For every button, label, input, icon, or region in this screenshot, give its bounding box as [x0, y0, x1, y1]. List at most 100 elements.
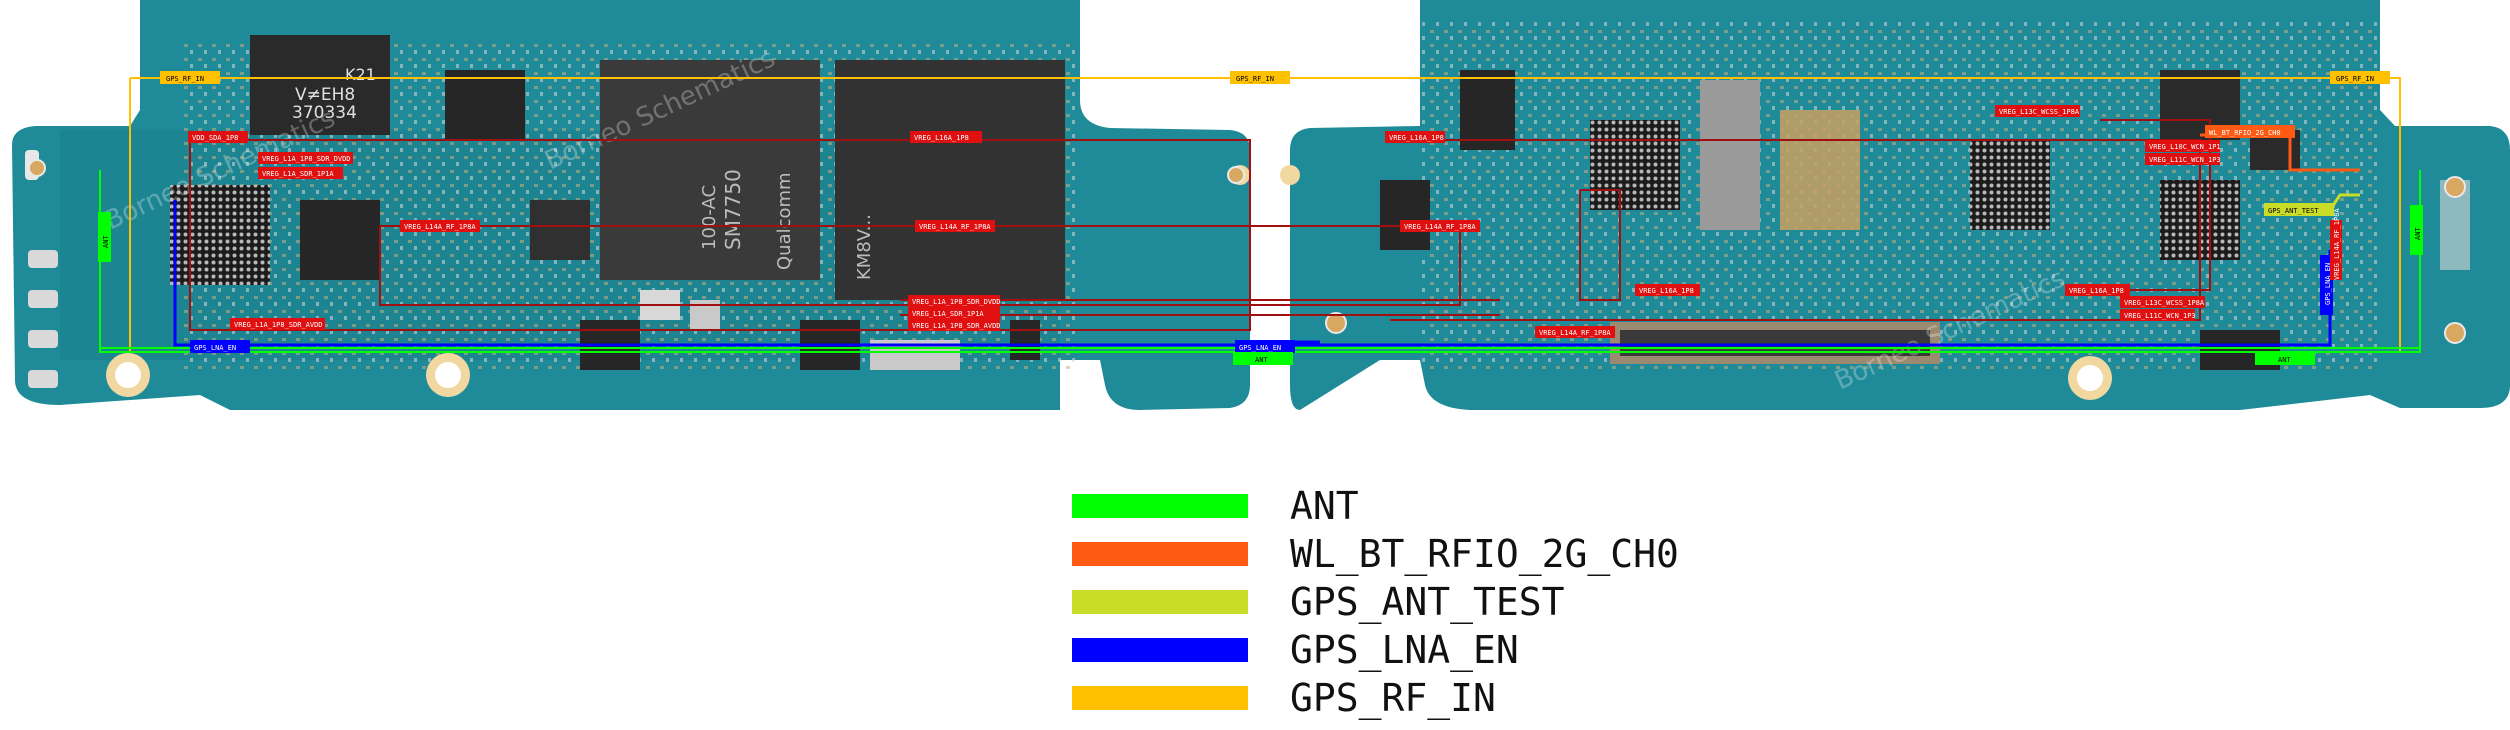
svg-text:WL_BT_RFIO_2G_CH0: WL_BT_RFIO_2G_CH0: [2209, 129, 2281, 137]
net-tag: VREG_L13C_WCSS_1P8A: [1995, 105, 2080, 117]
legend-swatch: [1072, 494, 1248, 518]
ic-code-label: 370334: [292, 103, 357, 123]
net-tag: GPS_RF_IN: [1230, 71, 1290, 84]
net-tag: GPS_LNA_EN: [2320, 255, 2333, 315]
legend-label: GPS_RF_IN: [1290, 676, 1496, 720]
svg-text:VREG_L1A_1P8_SDR_DVDD: VREG_L1A_1P8_SDR_DVDD: [262, 155, 351, 163]
ram-mark-label: KM8V...: [854, 214, 875, 280]
svg-text:VREG_L13C_WCSS_1P8A: VREG_L13C_WCSS_1P8A: [2124, 299, 2205, 307]
net-tag: VREG_L1A_1P8_SDR_DVDD: [258, 152, 353, 164]
svg-text:ANT: ANT: [102, 235, 110, 248]
net-tag: VREG_L10C_WCN_1P1: [2145, 140, 2221, 152]
legend-label: WL_BT_RFIO_2G_CH0: [1290, 532, 1679, 576]
svg-text:GPS_LNA_EN: GPS_LNA_EN: [2324, 263, 2332, 305]
svg-text:ANT: ANT: [2414, 227, 2422, 240]
legend-label: GPS_LNA_EN: [1290, 628, 1519, 672]
net-tag: VREG_L14A_RF_1P8A: [400, 220, 480, 232]
net-tag: VREG_L13C_WCSS_1P8A: [2120, 296, 2205, 308]
legend-item-gps-rf-in: GPS_RF_IN: [1072, 676, 1832, 730]
net-tag: VREG_L14A_RF_1P8A: [915, 220, 995, 232]
left-components: [170, 35, 1065, 370]
net-tag: ANT: [2410, 205, 2423, 255]
svg-text:GPS_RF_IN: GPS_RF_IN: [2336, 75, 2374, 83]
legend-swatch: [1072, 590, 1248, 614]
right-components: [1380, 70, 2470, 370]
svg-text:VREG_L14A_RF_1P8A: VREG_L14A_RF_1P8A: [1404, 223, 1476, 231]
mount-hole: [1280, 165, 1300, 185]
trace-power: [1390, 139, 2201, 321]
net-tag: VREG_L11C_WCN_1P3: [2145, 153, 2221, 165]
svg-text:VREG_L1A_SDR_1P1A: VREG_L1A_SDR_1P1A: [262, 170, 334, 178]
soc-line2-label: 100-AC: [699, 185, 720, 250]
net-tag: VDD_SDA_1P8: [188, 131, 248, 143]
svg-text:GPS_RF_IN: GPS_RF_IN: [166, 75, 204, 83]
net-tag: GPS_RF_IN: [160, 71, 220, 84]
trace-power: [379, 225, 1461, 306]
ic-k21: [250, 35, 390, 135]
net-tag: VREG_L14A_RF_1P8A: [1535, 326, 1615, 338]
svg-text:VREG_L14A_RF_1P8A: VREG_L14A_RF_1P8A: [404, 223, 476, 231]
legend-item-wl-bt-rfio-2g-ch0: WL_BT_RFIO_2G_CH0: [1072, 532, 1832, 586]
net-tag: ANT: [98, 212, 111, 262]
antenna-contacts: [28, 159, 2466, 344]
legend-item-ant: ANT: [1072, 484, 1832, 538]
svg-text:GPS_RF_IN: GPS_RF_IN: [1236, 75, 1274, 83]
net-tag: WL_BT_RFIO_2G_CH0: [2205, 125, 2295, 138]
svg-text:VREG_L14A_RF_1P8A: VREG_L14A_RF_1P8A: [1539, 329, 1611, 337]
legend-swatch: [1072, 542, 1248, 566]
trace-power: [2100, 119, 2211, 291]
net-tag: GPS_LNA_EN: [1235, 340, 1295, 353]
trace-power: [1579, 189, 1621, 301]
net-tag: ANT: [1233, 352, 1293, 365]
legend-item-gps-ant-test: GPS_ANT_TEST: [1072, 580, 1832, 634]
soc-model-label: SM7750: [721, 169, 745, 250]
svg-text:VDD_SDA_1P8: VDD_SDA_1P8: [192, 134, 238, 142]
svg-text:VREG_L1A_1P8_SDR_AVDD: VREG_L1A_1P8_SDR_AVDD: [912, 322, 1001, 330]
svg-text:VREG_L13C_WCSS_1P8A: VREG_L13C_WCSS_1P8A: [1999, 108, 2080, 116]
ram: [835, 60, 1065, 300]
legend-item-gps-lna-en: GPS_LNA_EN: [1072, 628, 1832, 682]
trace-power: [189, 139, 1251, 331]
net-tag: VREG_L1A_SDR_1P1A: [258, 167, 343, 179]
net-tag: VREG_L14A_RF_1P8A: [1400, 220, 1480, 232]
net-tag: VREG_L1A_1P8_SDR_DVDD: [908, 295, 1001, 307]
net-tag: VREG_L11C_WCN_1P3: [2120, 309, 2196, 321]
net-tag: VREG_L1A_1P8_SDR_AVDD: [908, 319, 1001, 331]
svg-text:VREG_L11C_WCN_1P3: VREG_L11C_WCN_1P3: [2149, 156, 2221, 164]
svg-text:VREG_L10C_WCN_1P1: VREG_L10C_WCN_1P1: [2149, 143, 2221, 151]
legend-swatch: [1072, 638, 1248, 662]
svg-text:GPS_LNA_EN: GPS_LNA_EN: [194, 344, 236, 352]
net-tag: VREG_L14A_RF_1P8A: [2330, 208, 2342, 280]
svg-text:ANT: ANT: [1255, 356, 1268, 364]
svg-text:GPS_ANT_TEST: GPS_ANT_TEST: [2268, 207, 2319, 215]
svg-text:VREG_L14A_RF_1P8A: VREG_L14A_RF_1P8A: [919, 223, 991, 231]
net-tag: GPS_ANT_TEST: [2264, 203, 2334, 216]
svg-text:VREG_L16A_1P8: VREG_L16A_1P8: [914, 134, 969, 142]
svg-text:VREG_L1A_SDR_1P1A: VREG_L1A_SDR_1P1A: [912, 310, 984, 318]
svg-text:VREG_L1A_1P8_SDR_DVDD: VREG_L1A_1P8_SDR_DVDD: [912, 298, 1001, 306]
net-tag: GPS_RF_IN: [2330, 71, 2390, 84]
legend-label: GPS_ANT_TEST: [1290, 580, 1565, 624]
ic-veh8-label: V≠EH8: [295, 85, 355, 105]
svg-text:VREG_L11C_WCN_1P3: VREG_L11C_WCN_1P3: [2124, 312, 2196, 320]
net-legend: ANT WL_BT_RFIO_2G_CH0 GPS_ANT_TEST GPS_L…: [1072, 484, 1832, 730]
svg-text:VREG_L16A_1P8: VREG_L16A_1P8: [2069, 287, 2124, 295]
net-tag: VREG_L16A_1P8: [910, 131, 982, 143]
soc-brand-label: Qualcomm: [774, 172, 795, 270]
soc: [600, 60, 820, 280]
svg-text:VREG_L16A_1P8: VREG_L16A_1P8: [1639, 287, 1694, 295]
net-tag: VREG_L16A_1P8: [2065, 284, 2130, 296]
net-tag: GPS_LNA_EN: [190, 340, 250, 353]
net-tag: VREG_L1A_SDR_1P1A: [908, 307, 1000, 319]
svg-text:VREG_L16A_1P8: VREG_L16A_1P8: [1389, 134, 1444, 142]
svg-text:GPS_LNA_EN: GPS_LNA_EN: [1239, 344, 1281, 352]
legend-label: ANT: [1290, 484, 1359, 528]
net-tag: VREG_L1A_1P8_SDR_AVDD: [230, 318, 325, 330]
net-tag: VREG_L16A_1P8: [1385, 131, 1445, 143]
svg-text:VREG_L14A_RF_1P8A: VREG_L14A_RF_1P8A: [2333, 208, 2341, 280]
net-tag: VREG_L16A_1P8: [1635, 284, 1700, 296]
svg-text:ANT: ANT: [2278, 356, 2291, 364]
net-tags: GPS_RF_IN GPS_RF_IN GPS_RF_IN GPS_LNA_EN…: [98, 71, 2423, 365]
ic-k21-label: K21: [345, 65, 376, 84]
